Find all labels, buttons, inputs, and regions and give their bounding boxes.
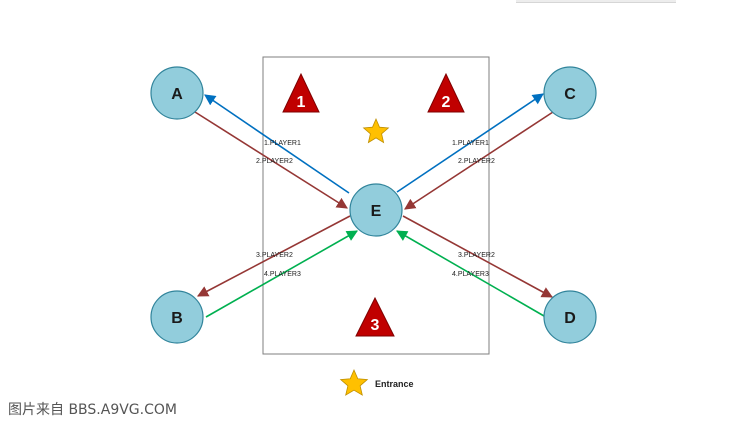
node-c-label: C (564, 86, 576, 103)
node-b-label: B (171, 310, 183, 327)
arrow-b-to-e-player3 (205, 230, 358, 318)
node-b: B (150, 290, 204, 344)
node-e: E (349, 183, 403, 237)
spawn-label-3: 3 (371, 317, 380, 334)
node-a-label: A (171, 86, 183, 103)
legend-entrance-label: Entrance (375, 379, 414, 389)
arrow-e-to-a-player1 (204, 94, 350, 194)
watermark-text: 图片来自 BBS.A9VG.COM (8, 402, 177, 418)
edge-label-a-player1: 1.PLAYER1 (264, 140, 301, 147)
legend-star-icon (339, 368, 369, 396)
spawn-triangle-3: 3 (355, 296, 395, 337)
spawn-triangle-1: 1 (282, 72, 320, 113)
edge-label-d-player2: 3.PLAYER2 (458, 252, 495, 259)
entrance-star-icon (362, 117, 390, 144)
node-a: A (150, 66, 204, 120)
arrow-e-to-b-player2 (197, 215, 351, 297)
node-d-label: D (564, 310, 576, 327)
edge-label-d-player3: 4.PLAYER3 (452, 271, 489, 278)
edge-label-b-player3: 4.PLAYER3 (264, 271, 301, 278)
edge-label-c-player1: 1.PLAYER1 (452, 140, 489, 147)
spawn-triangle-2: 2 (427, 72, 465, 113)
arrow-c-to-e-player2 (404, 111, 554, 210)
spawn-label-1: 1 (297, 94, 306, 111)
top-edge-bar (516, 0, 676, 3)
edge-label-c-player2: 2.PLAYER2 (458, 158, 495, 165)
node-e-label: E (371, 203, 382, 220)
edge-label-a-player2: 2.PLAYER2 (256, 158, 293, 165)
node-d: D (543, 290, 597, 344)
legend-entrance: Entrance (339, 368, 414, 396)
arrow-e-to-d-player2 (402, 215, 553, 298)
edge-label-b-player2: 3.PLAYER2 (256, 252, 293, 259)
arrow-a-to-e-player2 (194, 111, 348, 209)
arrow-e-to-c-player1 (396, 93, 544, 193)
node-c: C (543, 66, 597, 120)
spawn-label-2: 2 (442, 94, 451, 111)
arrow-d-to-e-player3 (396, 230, 545, 317)
